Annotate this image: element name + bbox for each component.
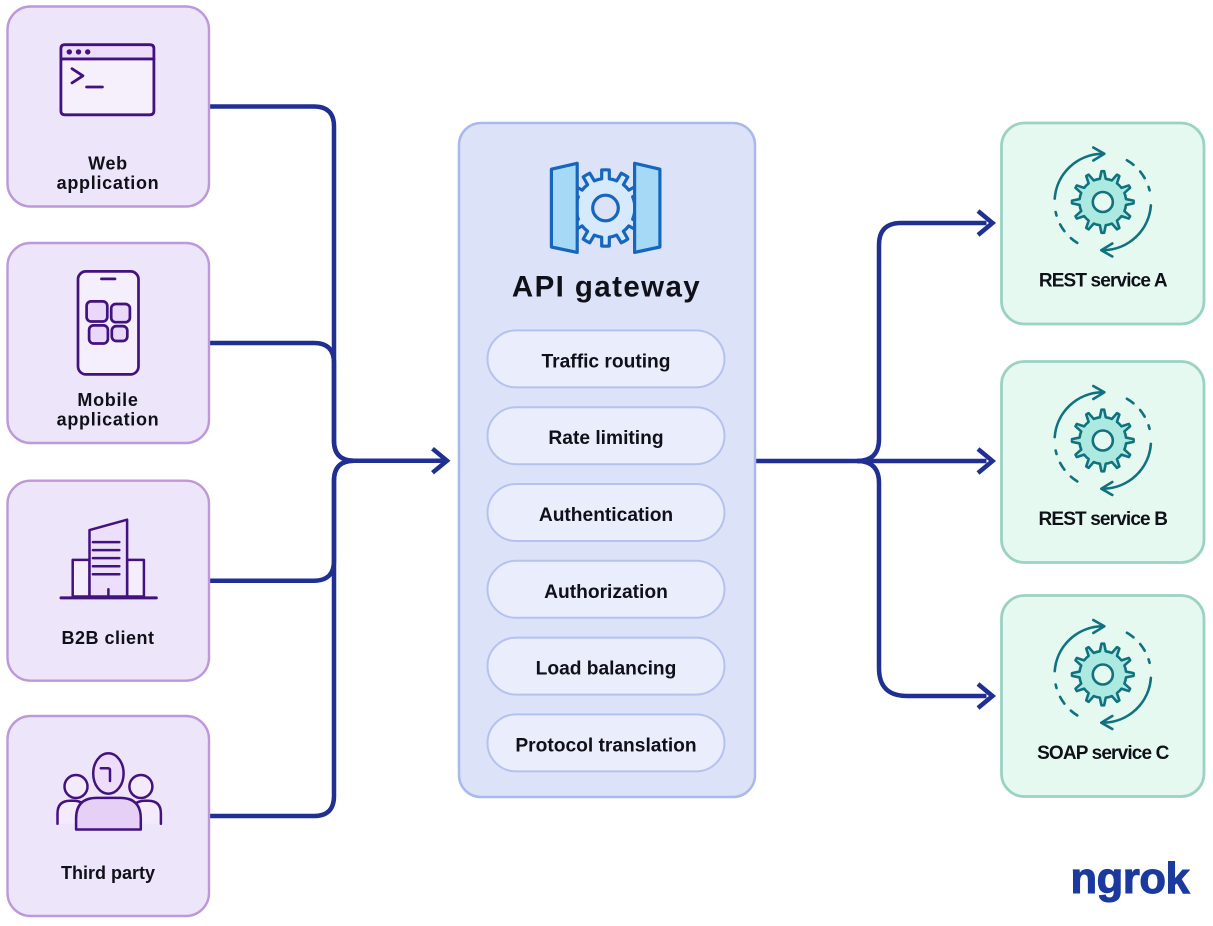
svg-text:Web: Web [88,154,128,174]
svg-text:Traffic routing: Traffic routing [542,351,671,372]
svg-text:application: application [57,173,160,193]
svg-text:SOAP service C: SOAP service C [1037,743,1170,764]
svg-text:REST service A: REST service A [1039,271,1168,292]
svg-text:Protocol translation: Protocol translation [515,735,696,756]
svg-text:ngrok: ngrok [1071,855,1191,903]
svg-text:Load balancing: Load balancing [536,659,677,680]
svg-text:Third party: Third party [61,863,155,883]
svg-text:Authentication: Authentication [539,505,673,526]
svg-text:application: application [57,410,160,430]
svg-text:Authorization: Authorization [544,582,668,603]
svg-text:B2B client: B2B client [61,628,154,648]
svg-text:Mobile: Mobile [77,390,138,410]
svg-text:API gateway: API gateway [512,270,701,303]
svg-text:REST service B: REST service B [1039,509,1168,530]
svg-text:Rate limiting: Rate limiting [548,428,663,449]
